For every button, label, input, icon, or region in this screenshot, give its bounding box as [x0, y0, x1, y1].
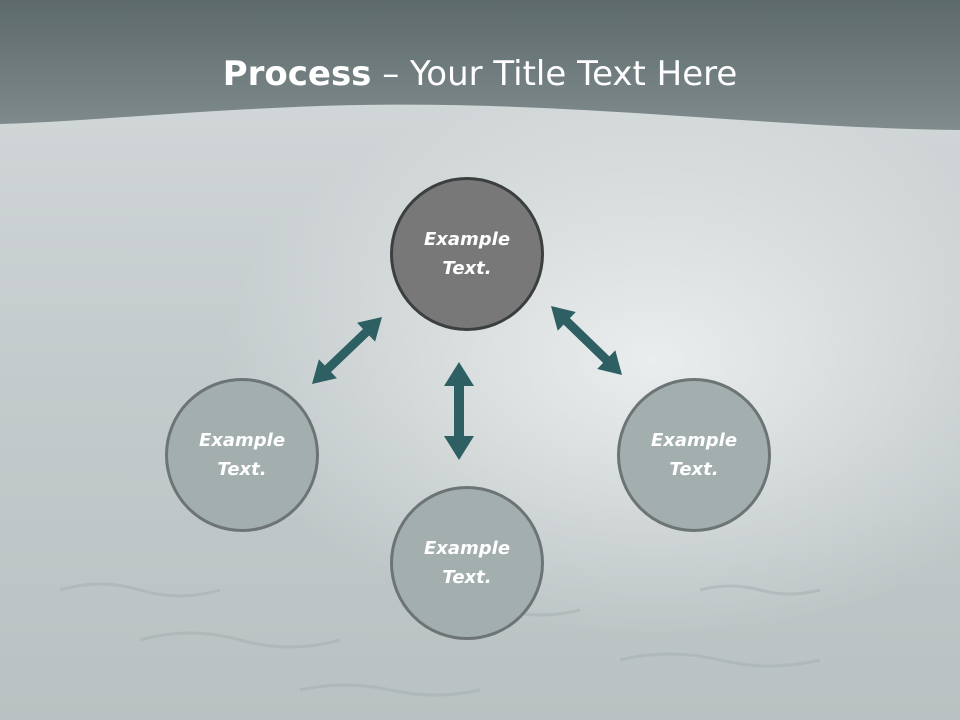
node-text-line2: Text. — [669, 459, 719, 480]
header-band — [0, 0, 960, 130]
node-text-line2: Text. — [442, 567, 492, 588]
node-text-line1: Example — [198, 430, 286, 451]
arrow-right-diagonal — [551, 306, 622, 375]
node-text-line1: Example — [423, 538, 511, 559]
node-text-line2: Text. — [442, 258, 492, 279]
process-node-top[interactable]: Example Text. — [390, 177, 544, 331]
node-text-line1: Example — [423, 229, 511, 250]
slide-title: Process – Your Title Text Here — [0, 52, 960, 96]
process-node-left[interactable]: Example Text. — [165, 378, 319, 532]
node-text-line2: Text. — [217, 459, 267, 480]
arrow-vertical — [444, 362, 474, 460]
connector-arrows — [312, 306, 622, 460]
title-rest-part: – Your Title Text Here — [371, 54, 738, 94]
title-bold-part: Process — [222, 54, 372, 94]
process-node-bottom[interactable]: Example Text. — [390, 486, 544, 640]
arrow-left-diagonal — [312, 317, 382, 384]
node-text-line1: Example — [650, 430, 738, 451]
process-node-right[interactable]: Example Text. — [617, 378, 771, 532]
